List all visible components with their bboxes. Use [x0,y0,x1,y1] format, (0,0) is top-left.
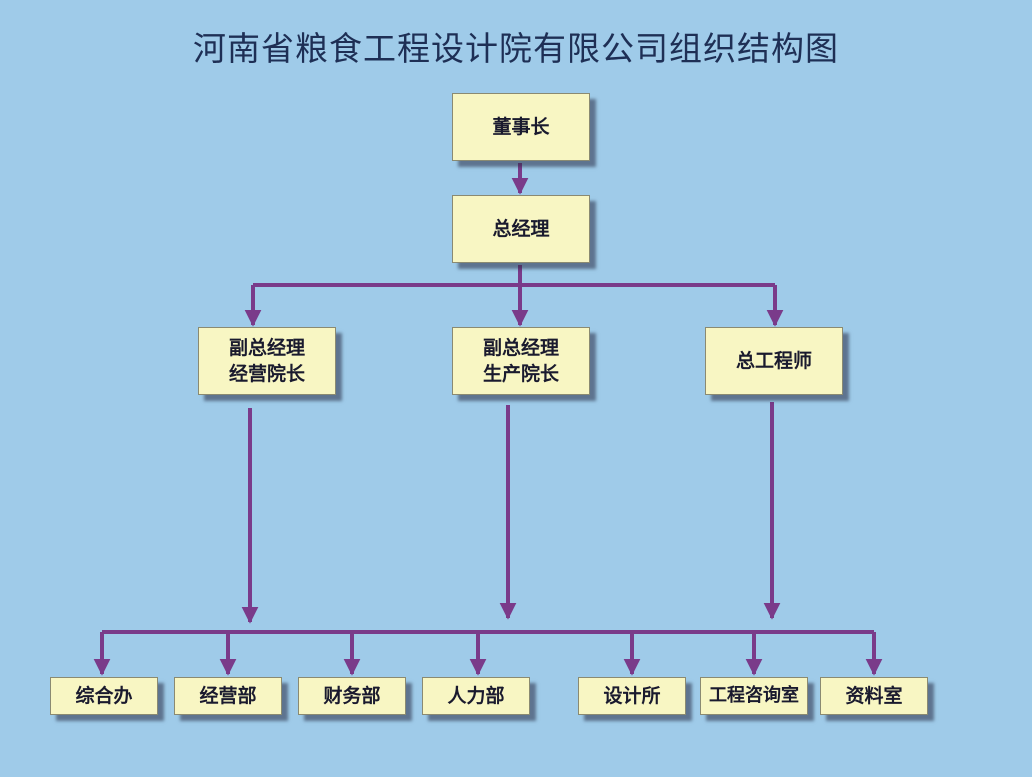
node-deputy-business: 副总经理 经营院长 [198,327,336,395]
node-chairman-label: 董事长 [492,116,550,138]
diagram-title: 河南省粮食工程设计院有限公司组织结构图 [193,29,839,68]
node-deputy-business-line2: 经营院长 [228,363,305,385]
node-department-label: 工程咨询室 [709,685,799,706]
node-deputy-business-line1: 副总经理 [228,337,305,359]
node-department-label: 财务部 [323,685,381,707]
node-department-label: 人力部 [447,685,505,707]
node-chief-engineer: 总工程师 [705,327,843,395]
node-chairman: 董事长 [452,93,590,161]
node-department: 财务部 [298,677,406,715]
node-deputy-production: 副总经理 生产院长 [452,327,590,395]
node-department-label: 设计所 [603,685,661,707]
node-deputy-production-line2: 生产院长 [482,363,559,385]
node-department: 设计所 [578,677,686,715]
node-department-label: 资料室 [845,685,903,707]
node-general-manager: 总经理 [452,195,590,263]
node-department: 经营部 [174,677,282,715]
node-general-manager-label: 总经理 [492,218,550,240]
node-department-label: 综合办 [75,685,133,707]
node-deputy-production-line1: 副总经理 [482,337,559,359]
node-department: 资料室 [820,677,928,715]
node-department-label: 经营部 [199,685,257,707]
node-department: 工程咨询室 [700,677,808,715]
node-chief-engineer-label: 总工程师 [735,350,812,372]
node-department: 人力部 [422,677,530,715]
node-department: 综合办 [50,677,158,715]
